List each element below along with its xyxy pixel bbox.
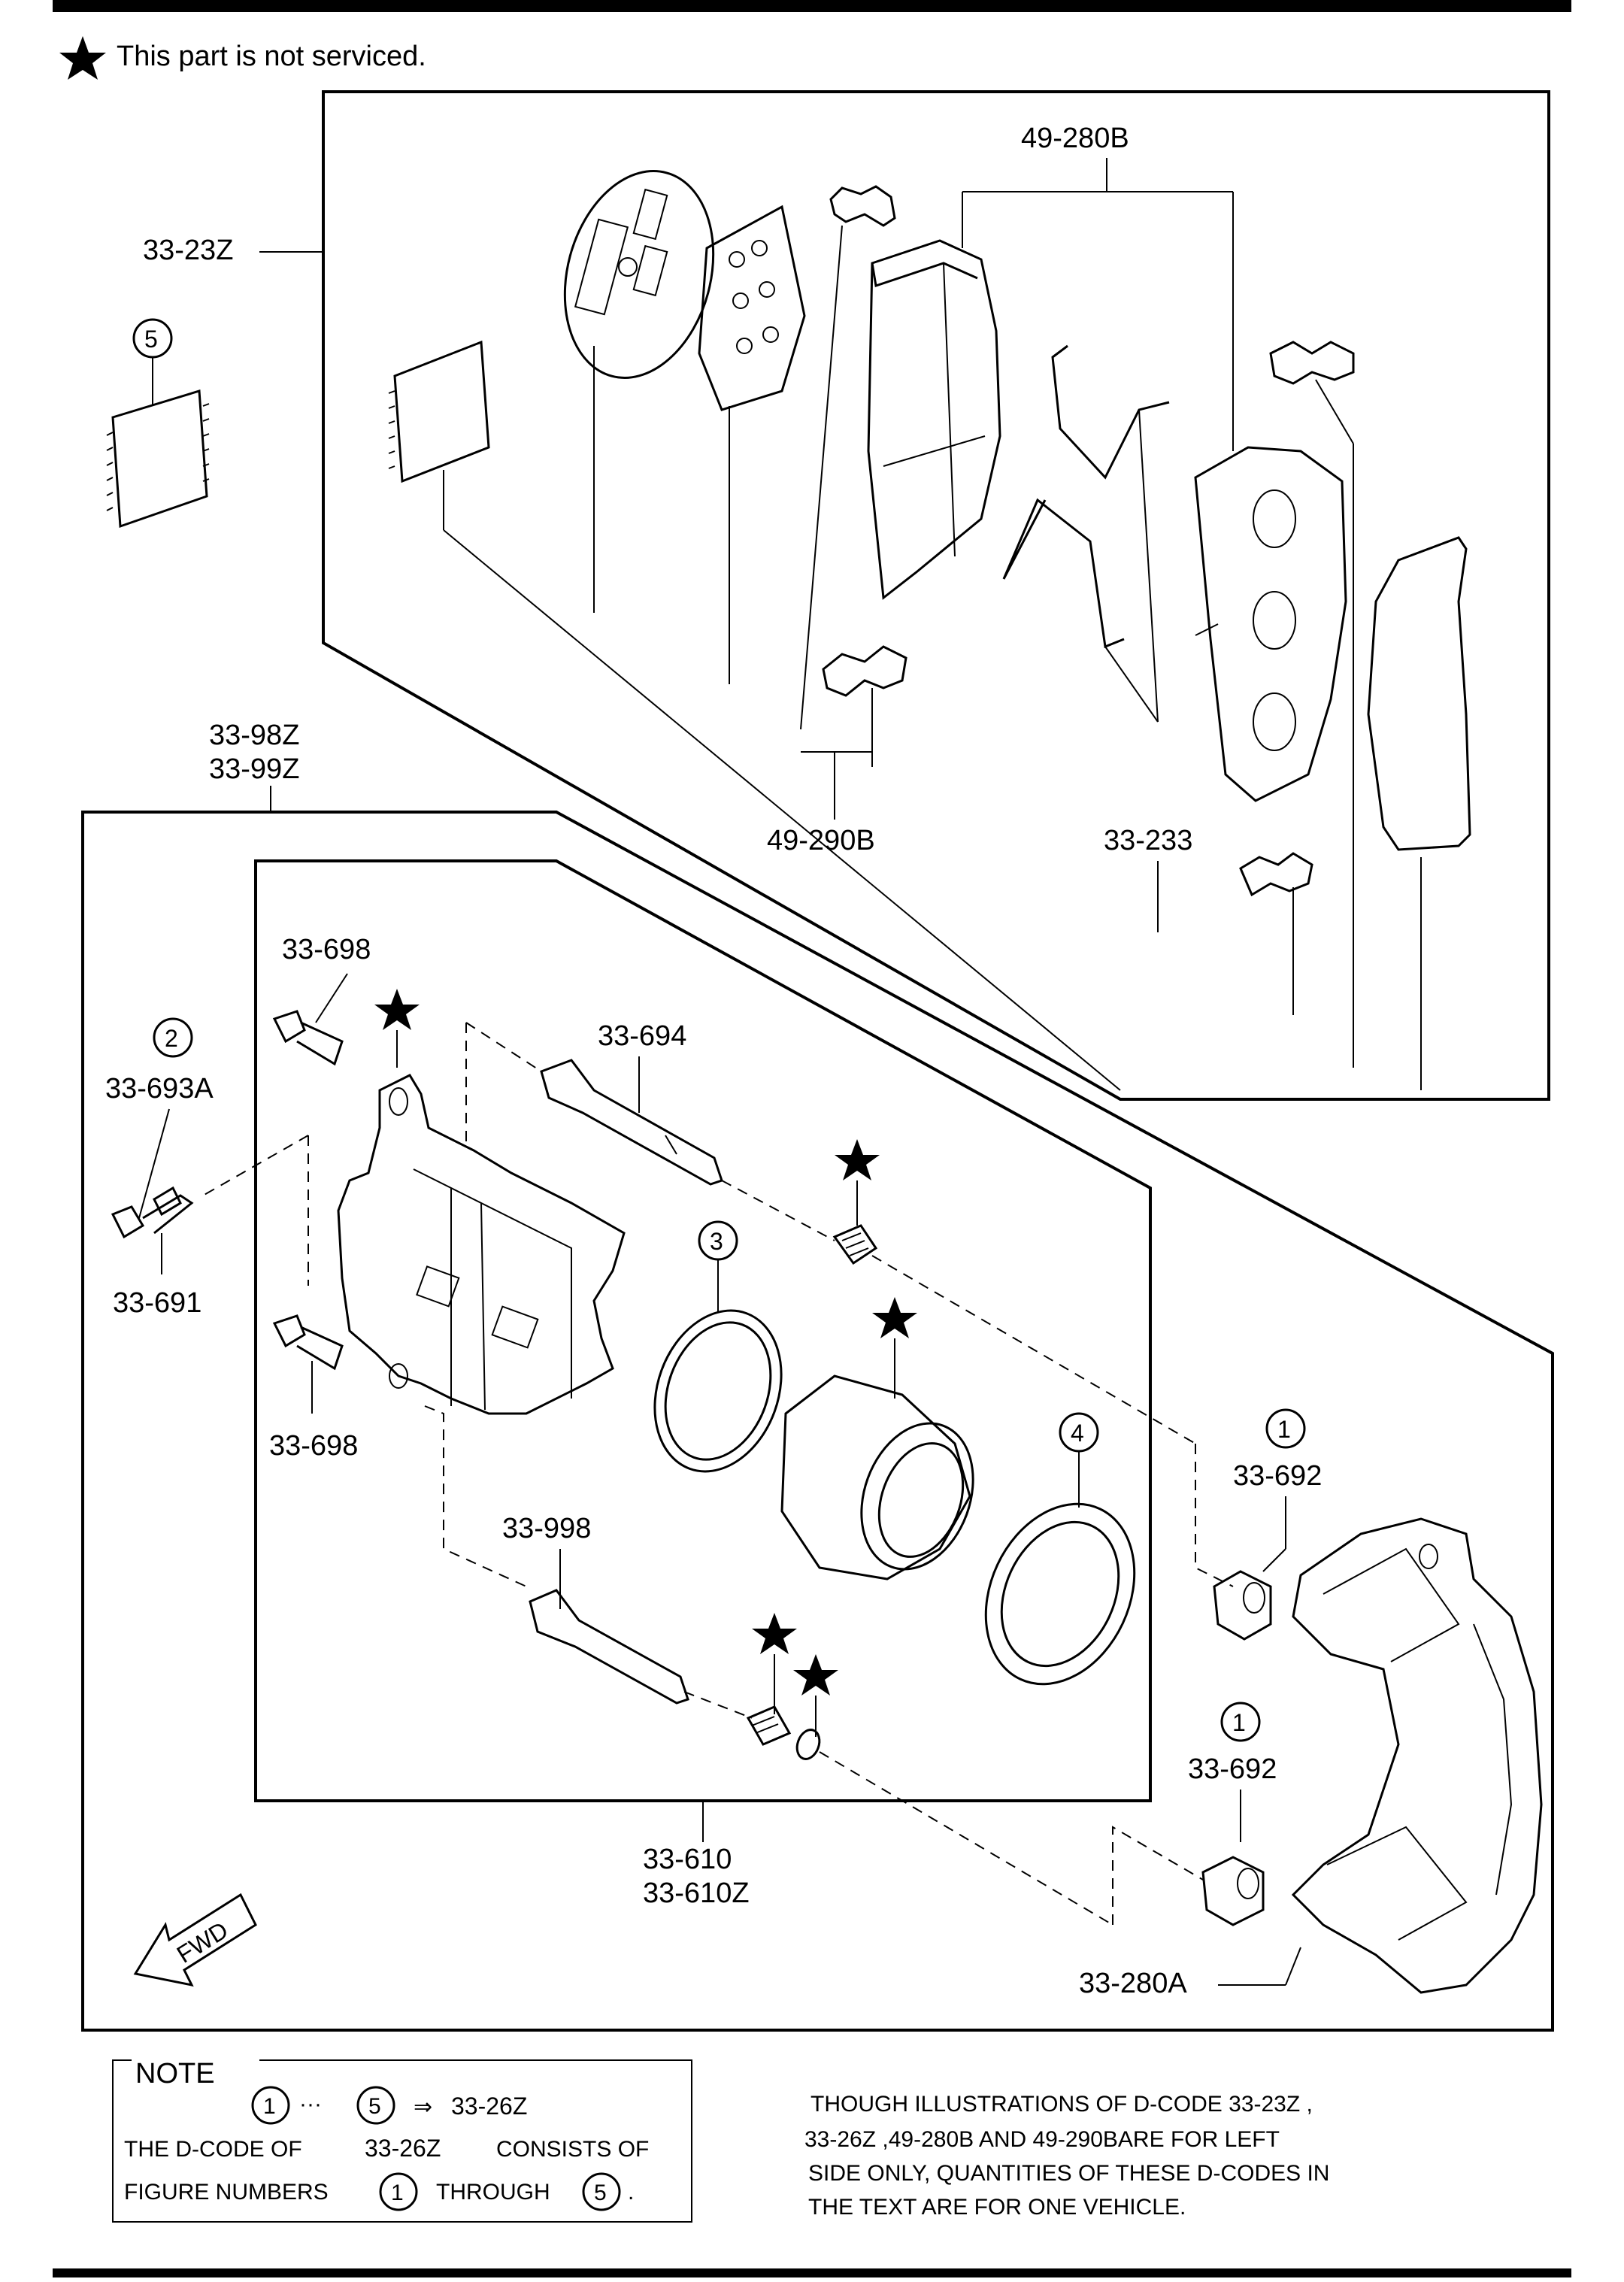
figure-number-1-top — [1265, 1408, 1306, 1449]
caliper-body — [337, 1074, 626, 1415]
guide-pin-boot — [746, 1705, 821, 1760]
note-range-code: 33-26Z — [451, 2093, 527, 2120]
note-title: NOTE — [135, 2058, 215, 2090]
star-icon — [59, 36, 106, 80]
callout-33-692-top: 33-692 — [1233, 1460, 1322, 1492]
pad-kit-panel — [322, 90, 1550, 1101]
shim-kit-5: 5 — [106, 318, 210, 529]
callout-33-610: 33-610 — [643, 1844, 732, 1875]
shim-plate — [698, 205, 806, 684]
bottom-rule — [53, 2268, 1571, 2277]
shim-round — [563, 170, 715, 613]
svg-text:33-26Z: 33-26Z — [365, 2135, 441, 2162]
svg-text:THE TEXT ARE FOR ONE VEHICLE.: THE TEXT ARE FOR ONE VEHICLE. — [808, 2195, 1186, 2220]
svg-text:2: 2 — [165, 1025, 178, 1052]
brake-pad-outer — [867, 239, 1001, 600]
shim-pad — [388, 340, 1121, 1091]
pad-clip-top-right — [1269, 341, 1355, 1068]
callout-33-998: 33-998 — [502, 1513, 591, 1544]
callout-49-290b: 49-290B — [767, 825, 875, 856]
callout-33-698-top: 33-698 — [282, 934, 371, 965]
svg-text:THE D-CODE OF: THE D-CODE OF — [124, 2137, 302, 2162]
svg-text:···: ··· — [299, 2092, 322, 2117]
piston-seal — [653, 1309, 783, 1473]
star-icon — [835, 1139, 880, 1180]
svg-text:5: 5 — [144, 326, 158, 353]
piston — [780, 1374, 974, 1580]
bolt-33-698-top — [272, 1010, 344, 1066]
bleeder-cap — [832, 1224, 878, 1265]
figure-number-1-bottom — [1220, 1702, 1261, 1742]
svg-text:CONSISTS OF: CONSISTS OF — [496, 2137, 649, 2162]
callout-33-692-bottom: 33-692 — [1188, 1753, 1277, 1785]
legend-text: This part is not serviced. — [117, 41, 426, 72]
svg-text:THOUGH ILLUSTRATIONS OF D-CODE: THOUGH ILLUSTRATIONS OF D-CODE 33-23Z , — [810, 2092, 1313, 2117]
dust-boot — [984, 1502, 1136, 1686]
svg-text:.: . — [628, 2180, 634, 2205]
bushing-top — [1213, 1570, 1272, 1641]
star-icon — [872, 1297, 917, 1338]
callout-33-698-bottom: 33-698 — [269, 1430, 358, 1462]
star-icon — [752, 1613, 797, 1654]
caliper-assembly-panel — [81, 811, 1554, 2032]
callout-33-233: 33-233 — [1104, 825, 1192, 856]
svg-text:5: 5 — [594, 2180, 607, 2205]
pad-clip-bottom-left — [822, 645, 907, 767]
bushing-bottom — [1201, 1856, 1265, 1926]
callout-33-694: 33-694 — [598, 1020, 686, 1052]
callout-33-691: 33-691 — [113, 1287, 201, 1319]
svg-text:33-26Z ,49-280B AND 49-290BARE: 33-26Z ,49-280B AND 49-290BARE FOR LEFT — [804, 2127, 1280, 2152]
guide-pin-33-998 — [529, 1589, 689, 1705]
svg-text:FIGURE NUMBERS: FIGURE NUMBERS — [124, 2180, 329, 2205]
svg-text:1: 1 — [263, 2094, 276, 2119]
guide-pin-33-694 — [540, 1059, 723, 1186]
pad-clip-bottom-right — [1239, 852, 1313, 1015]
svg-text:1: 1 — [391, 2180, 404, 2205]
top-rule — [53, 0, 1571, 12]
legend: This part is not serviced. — [59, 36, 426, 80]
svg-text:3: 3 — [710, 1228, 723, 1255]
shim-outer-right — [1367, 536, 1471, 1090]
caliper-body-panel — [254, 859, 1152, 1802]
callout-33-99z: 33-99Z — [209, 753, 299, 785]
callout-49-280b: 49-280B — [1021, 123, 1129, 154]
svg-text:⇒: ⇒ — [414, 2095, 432, 2120]
wear-indicator — [1002, 344, 1170, 723]
bolt-33-698-bottom — [272, 1314, 344, 1371]
star-icon — [793, 1654, 838, 1696]
svg-text:1: 1 — [1277, 1416, 1291, 1443]
svg-text:4: 4 — [1071, 1420, 1084, 1447]
note-box: NOTE 1 ··· 5 ⇒ 33-26Z THE D-CODE OF 33-2… — [112, 2058, 692, 2223]
callout-33-23z: 33-23Z — [143, 235, 233, 266]
callout-33-98z: 33-98Z — [209, 720, 299, 751]
svg-text:5: 5 — [368, 2094, 381, 2119]
svg-text:SIDE ONLY, QUANTITIES OF THESE: SIDE ONLY, QUANTITIES OF THESE D-CODES I… — [808, 2161, 1329, 2186]
fwd-arrow-icon: FWD — [133, 1893, 257, 1987]
bleeder-screw — [111, 1186, 194, 1239]
pad-clip-top-left — [800, 185, 896, 730]
svg-text:1: 1 — [1232, 1709, 1246, 1736]
caliper-bracket — [1291, 1517, 1543, 1994]
callout-33-280a: 33-280A — [1079, 1968, 1187, 1999]
callout-33-610z: 33-610Z — [643, 1877, 750, 1909]
svg-text:THROUGH: THROUGH — [436, 2180, 550, 2205]
callout-33-693a: 33-693A — [105, 1073, 214, 1105]
star-icon — [374, 989, 420, 1030]
fwd-label: FWD — [172, 1917, 233, 1968]
quantity-remark: THOUGH ILLUSTRATIONS OF D-CODE 33-23Z , … — [804, 2092, 1329, 2220]
figure-number-2 — [153, 1017, 193, 1058]
brake-pad-inner — [1194, 446, 1347, 802]
